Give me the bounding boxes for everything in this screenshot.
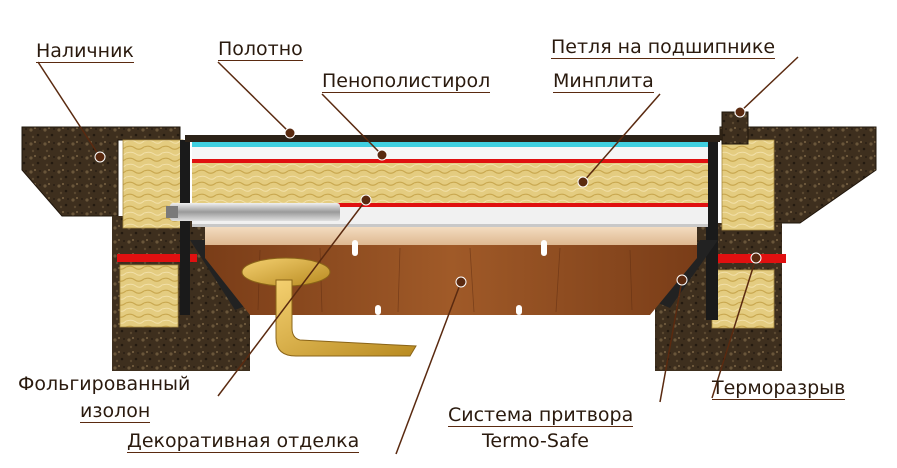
leader-dekor [395, 281, 462, 455]
decor-beige-layer [205, 227, 697, 245]
leader-polotno [217, 61, 291, 134]
leader-penopolistirol [321, 93, 383, 156]
label-termorazryv: Терморазрыв [712, 377, 846, 400]
left-casing [21, 126, 181, 217]
right-frame [655, 111, 877, 371]
door-leaf [166, 135, 720, 315]
label-nalichnik: Наличник [36, 40, 134, 63]
left-wool-lower [119, 264, 179, 328]
label-sistema-line1: Система притвора [448, 404, 634, 427]
leader-termorazryv [711, 257, 757, 399]
decor-wood-panel [205, 245, 697, 315]
door-handle [241, 257, 417, 357]
left-thermal-break [117, 254, 197, 262]
label-penopolistirol: Пенополистирол [322, 70, 491, 93]
hinge-block [721, 111, 749, 145]
foam-white-layer [192, 147, 708, 159]
leader-dots [94, 106, 762, 288]
foil-red-top [192, 159, 708, 163]
right-wool-upper [721, 139, 775, 231]
foam-cyan-layer [192, 142, 708, 147]
label-dekor: Декоративная отделка [127, 430, 360, 453]
label-sistema-line2: Termo-Safe [482, 430, 589, 452]
label-minplita: Минплита [553, 70, 654, 93]
leader-nalichnik [37, 61, 101, 158]
leader-lines [37, 56, 799, 455]
leader-folga [217, 199, 367, 397]
leader-sistema [659, 279, 683, 403]
leader-minplita [582, 93, 661, 183]
right-thermal-break [708, 254, 786, 263]
foil-red-bottom [192, 203, 708, 207]
leaf-top-sheet [185, 135, 720, 142]
label-folga-line2: изолон [80, 400, 151, 423]
label-polotno: Полотно [218, 38, 303, 61]
label-folga-line1: Фольгированный [18, 373, 191, 395]
mineral-wool-layer [192, 163, 708, 203]
label-petlya: Петля на подшипнике [551, 36, 776, 59]
lock-rod [170, 203, 340, 221]
leader-petlya [739, 56, 799, 113]
